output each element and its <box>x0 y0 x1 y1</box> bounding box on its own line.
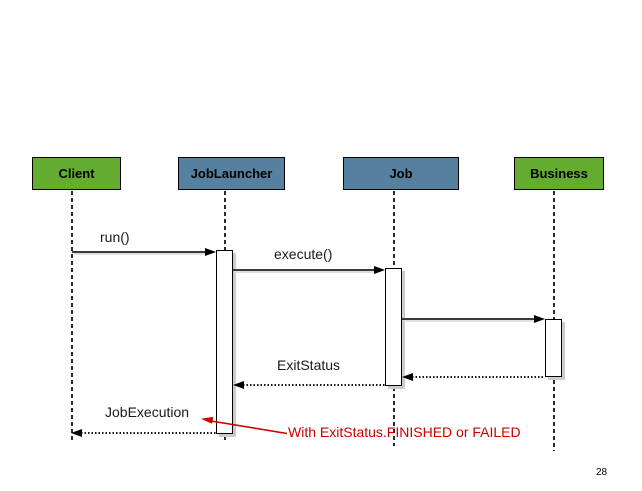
arrowhead-left-icon <box>402 373 413 381</box>
actor-label-client: Client <box>58 166 95 181</box>
actor-label-joblauncher: JobLauncher <box>190 166 273 181</box>
message-label-jobexecution: JobExecution <box>105 404 190 420</box>
actor-box-business: Business <box>514 157 604 190</box>
arrowhead-right-icon <box>205 248 216 256</box>
page-number: 28 <box>596 467 608 478</box>
actor-box-joblauncher: JobLauncher <box>178 157 285 190</box>
arrowhead-right-icon <box>374 266 385 274</box>
actor-label-business: Business <box>530 166 588 181</box>
actor-box-job: Job <box>343 157 459 190</box>
actor-label-job: Job <box>389 166 413 181</box>
message-line-jobexecution <box>81 432 216 434</box>
message-line-job-to-business <box>402 318 535 320</box>
message-label-execute: execute() <box>274 246 333 262</box>
arrowhead-left-icon <box>71 429 82 437</box>
annotation-text: With ExitStatus.FINISHED or FAILED <box>288 424 521 440</box>
message-line-execute <box>233 269 375 271</box>
activation-bar-business <box>545 319 562 377</box>
activation-bar-joblauncher <box>216 250 233 434</box>
message-line-exitstatus <box>243 384 385 386</box>
activation-bar-job <box>385 268 402 386</box>
message-label-exitstatus: ExitStatus <box>277 357 341 373</box>
message-line-run <box>72 251 206 253</box>
actor-box-client: Client <box>32 157 121 190</box>
arrowhead-left-icon <box>233 381 244 389</box>
arrowhead-right-icon <box>534 315 545 323</box>
lifeline-client <box>71 191 73 443</box>
message-line-business-return <box>412 376 545 378</box>
message-label-run: run() <box>100 229 130 245</box>
